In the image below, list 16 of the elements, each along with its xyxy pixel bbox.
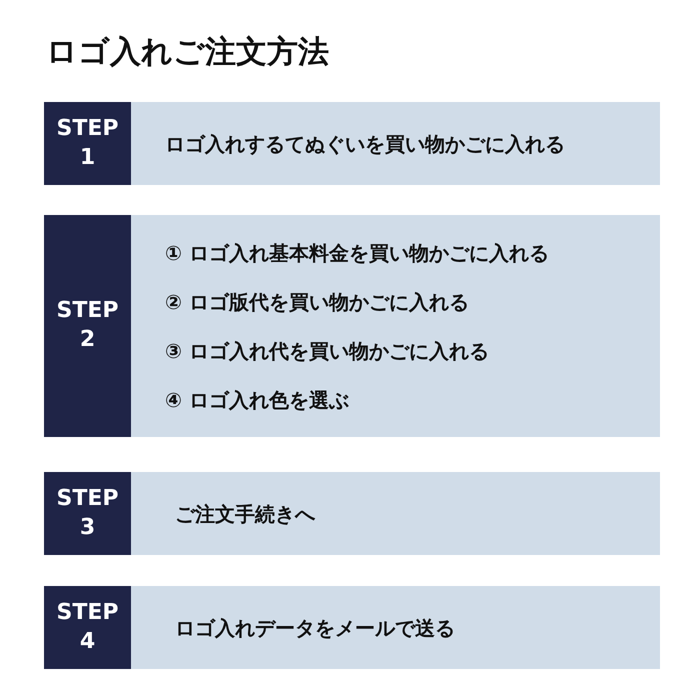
step-panel bbox=[44, 102, 660, 185]
page-title: ロゴ入れご注文方法 bbox=[46, 34, 329, 72]
step-text: ④ ロゴ入れ色を選ぶ bbox=[165, 388, 349, 412]
step-text: ロゴ入れするてぬぐいを買い物かごに入れる bbox=[165, 132, 565, 156]
step-panel bbox=[44, 586, 660, 669]
step-panel bbox=[44, 215, 660, 437]
step-text: ③ ロゴ入れ代を買い物かごに入れる bbox=[165, 338, 489, 362]
step-text: ロゴ入れデータをメールで送る bbox=[175, 616, 455, 640]
step-text: ご注文手続きへ bbox=[175, 502, 315, 526]
step-badge: STEP 3 bbox=[44, 472, 131, 555]
step-badge: STEP 1 bbox=[44, 102, 131, 185]
step-badge: STEP 4 bbox=[44, 586, 131, 669]
step-badge: STEP 2 bbox=[44, 215, 131, 437]
step-panel bbox=[44, 472, 660, 555]
step-text: ② ロゴ版代を買い物かごに入れる bbox=[165, 290, 469, 314]
step-text: ① ロゴ入れ基本料金を買い物かごに入れる bbox=[165, 240, 549, 264]
